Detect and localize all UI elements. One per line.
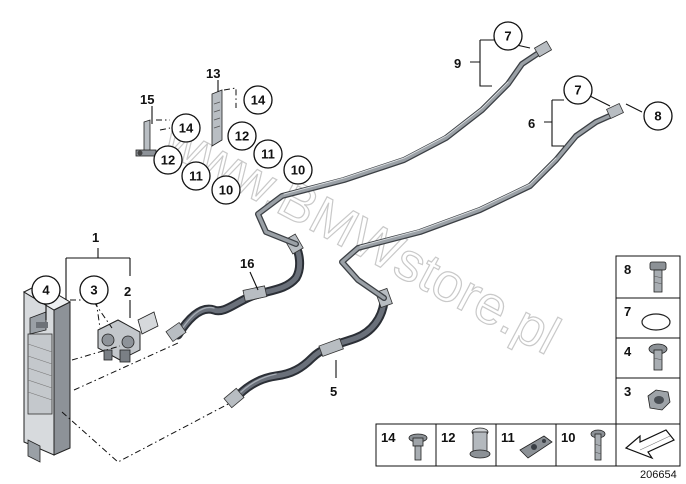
bracket-15: [135, 119, 157, 157]
sleeve-nut-icon: [469, 427, 491, 459]
svg-text:8: 8: [654, 109, 661, 124]
bolt-icon: [649, 261, 667, 293]
orientation-arrow-icon: [624, 429, 675, 460]
callout-10-upper: 10: [283, 155, 313, 185]
svg-text:10: 10: [219, 183, 233, 198]
legend-label-7: 7: [624, 304, 631, 319]
relation-lines: [61, 299, 233, 463]
oil-cooler: [22, 283, 72, 463]
hose-16: [165, 233, 305, 343]
callout-14-lower: 14: [171, 113, 201, 143]
svg-text:10: 10: [291, 163, 305, 178]
collar-screw-icon: [408, 433, 428, 461]
watermark-text: www.BMWstore.pl: [153, 107, 569, 366]
clip-bracket-icon: [519, 435, 553, 459]
thermostat-valve: [97, 311, 159, 363]
callout-2: 2: [124, 284, 131, 299]
callout-10-lower: 10: [211, 175, 241, 205]
svg-text:4: 4: [42, 283, 50, 298]
callout-7-upper: 7: [493, 21, 523, 51]
callout-4: 4: [31, 275, 61, 305]
hex-nut-icon: [647, 389, 671, 411]
callout-16: 16: [240, 256, 254, 271]
callout-6: 6: [528, 116, 535, 131]
callout-12-upper: 12: [227, 121, 257, 151]
callout-3: 3: [79, 275, 109, 305]
legend-label-4: 4: [624, 344, 632, 359]
callout-8: 8: [643, 101, 673, 131]
svg-text:3: 3: [90, 283, 97, 298]
callout-15: 15: [140, 92, 154, 107]
screw-icon: [590, 429, 606, 461]
reference-number: 206654: [640, 469, 677, 481]
o-ring-icon: [641, 313, 671, 331]
callout-12-lower: 12: [153, 145, 183, 175]
legend-label-11: 11: [501, 430, 515, 445]
leader-lines: [45, 39, 643, 378]
pipe-6: [339, 102, 624, 301]
torx-bolt-icon: [648, 343, 668, 371]
bottom-parts-legend: 14 12 11 10: [375, 423, 681, 467]
callout-13: 13: [206, 66, 220, 81]
svg-text:7: 7: [574, 83, 581, 98]
svg-text:11: 11: [189, 169, 203, 184]
svg-text:14: 14: [251, 93, 266, 108]
svg-text:7: 7: [504, 29, 511, 44]
callout-9: 9: [454, 56, 461, 71]
callout-7-lower: 7: [563, 75, 593, 105]
svg-text:12: 12: [235, 129, 249, 144]
callout-circles: 4 3 7 7 8 14 14 12 12 11 11 10 10: [31, 21, 673, 305]
svg-text:12: 12: [161, 153, 175, 168]
bracket-13: [211, 89, 223, 147]
legend-label-10: 10: [561, 430, 575, 445]
callout-5: 5: [330, 384, 337, 399]
hose-5: [223, 287, 393, 409]
legend-label-3: 3: [624, 384, 631, 399]
callout-14-upper: 14: [243, 85, 273, 115]
svg-text:11: 11: [261, 147, 275, 162]
pipe-9: [255, 40, 553, 247]
svg-text:14: 14: [179, 121, 194, 136]
callout-1: 1: [92, 230, 99, 245]
legend-label-12: 12: [441, 430, 455, 445]
callout-labels: 1 2 5 6 9 13 15 16: [92, 56, 535, 399]
side-parts-legend: 8 7 4 3: [615, 255, 681, 425]
legend-label-8: 8: [624, 262, 631, 277]
callout-11-lower: 11: [181, 161, 211, 191]
callout-11-upper: 11: [253, 139, 283, 169]
legend-label-14: 14: [381, 430, 396, 445]
